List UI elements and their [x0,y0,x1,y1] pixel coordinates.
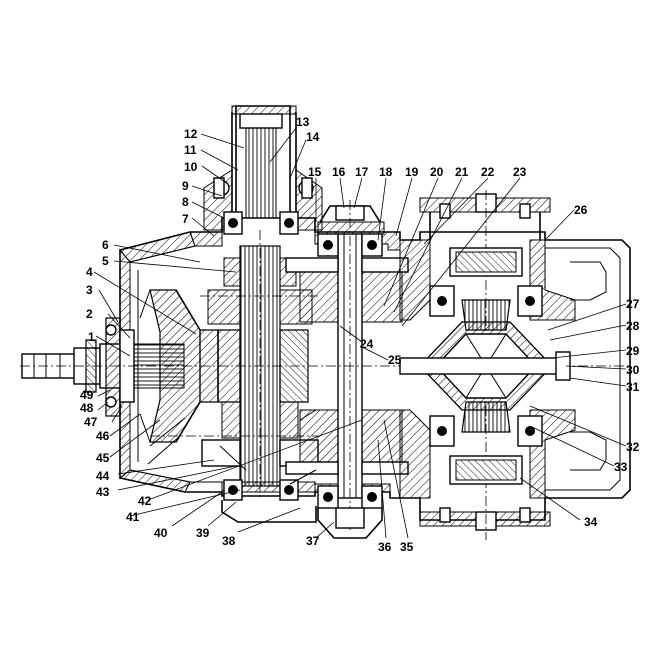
callout-39: 39 [196,526,210,540]
callout-13: 13 [296,115,310,129]
callout-4: 4 [86,265,93,279]
input-shaft-assembly [21,289,201,443]
callout-18: 18 [379,165,393,179]
callout-33: 33 [614,460,628,474]
callout-29: 29 [626,344,640,358]
callout-21: 21 [455,165,469,179]
callout-19: 19 [405,165,419,179]
callout-35: 35 [400,540,414,554]
callout-2: 2 [86,307,93,321]
callout-9: 9 [182,179,189,193]
callout-25: 25 [388,353,402,367]
callout-6: 6 [102,238,109,252]
housing-detail-marks [147,295,320,485]
callout-16: 16 [332,165,346,179]
callout-41: 41 [126,510,140,524]
callout-23: 23 [513,165,527,179]
callout-27: 27 [626,297,640,311]
callout-45: 45 [96,451,110,465]
callout-44: 44 [96,469,110,483]
callout-7: 7 [182,212,189,226]
callout-28: 28 [626,319,640,333]
callout-30: 30 [626,363,640,377]
upper-cover [203,105,323,235]
callout-11: 11 [184,143,197,157]
callout-1: 1 [88,330,95,344]
callout-46: 46 [96,429,110,443]
callout-37: 37 [306,534,320,548]
callout-42: 42 [138,494,152,508]
callout-20: 20 [430,165,444,179]
callout-12: 12 [184,127,198,141]
secondary-shaft [221,200,409,539]
callout-40: 40 [154,526,168,540]
callout-36: 36 [378,540,392,554]
callout-32: 32 [626,440,640,454]
callout-47: 47 [84,415,98,429]
callout-15: 15 [308,165,322,179]
callout-5: 5 [102,254,109,268]
differential-housing [20,190,630,540]
callout-17: 17 [355,165,369,179]
callout-43: 43 [96,485,110,499]
callout-8: 8 [182,195,189,209]
callout-34: 34 [584,515,598,529]
callout-22: 22 [481,165,495,179]
callout-49: 49 [80,388,94,402]
callout-38: 38 [222,534,236,548]
callout-24: 24 [360,337,374,351]
callout-31: 31 [626,380,640,394]
callout-3: 3 [86,283,93,297]
callout-14: 14 [306,130,320,144]
callout-labels: 1 2 3 4 5 6 7 8 9 10 11 12 13 14 15 16 1… [80,115,640,554]
callout-10: 10 [184,160,198,174]
callout-26: 26 [574,203,588,217]
callout-leaders [93,127,627,539]
callout-48: 48 [80,401,94,415]
